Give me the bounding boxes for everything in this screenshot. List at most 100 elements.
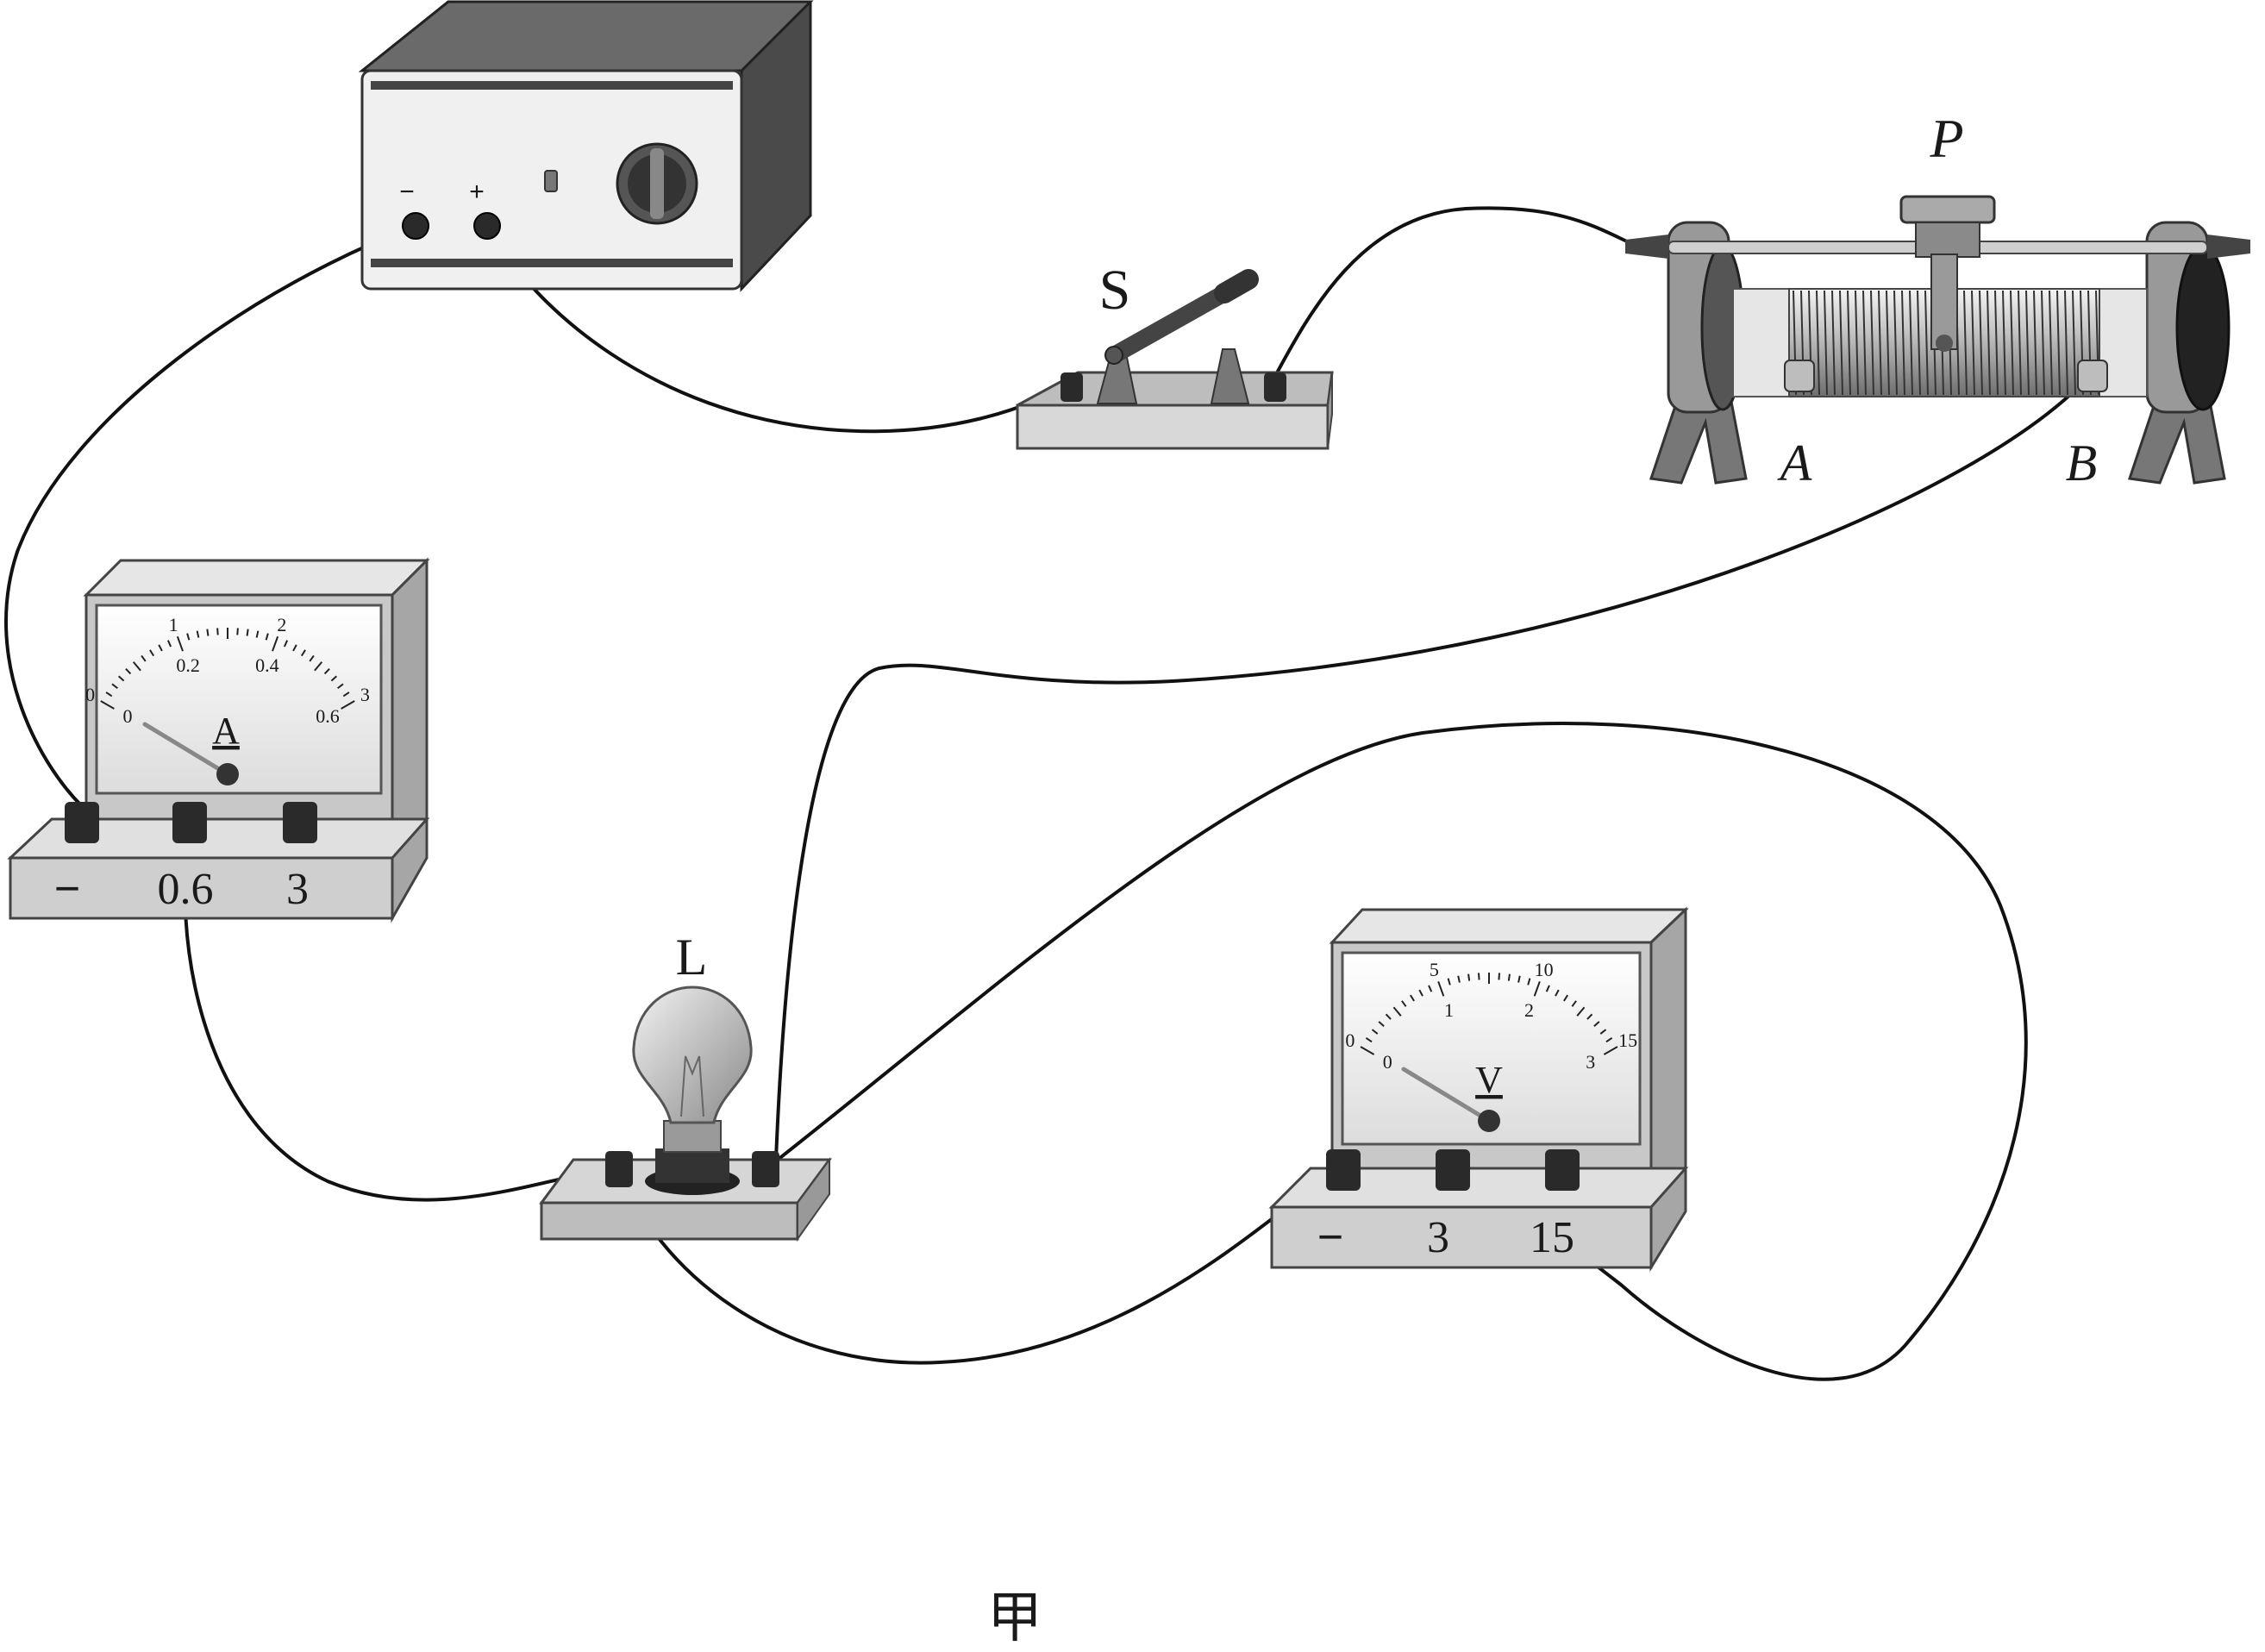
coil-winding (1878, 290, 1882, 396)
ammeter-scale-tick (149, 649, 155, 657)
ammeter-scale-bottom-2: 0.4 (255, 654, 279, 676)
voltmeter-scale-tick (1571, 1000, 1577, 1007)
ammeter-terminal-minus[interactable] (65, 802, 99, 843)
ammeter-scale-tick (265, 633, 269, 641)
rheostat-terminal-a-label: A (1777, 435, 1812, 491)
voltmeter-scale-tick (1428, 985, 1433, 992)
coil-winding (1901, 290, 1905, 396)
switch-terminal-left[interactable] (1061, 372, 1083, 402)
ammeter-scale-tick (132, 661, 141, 672)
ammeter-scale-tick (117, 675, 125, 682)
coil-winding (2002, 290, 2006, 396)
voltmeter-scale-tick (1401, 1000, 1407, 1007)
ammeter-scale-tick (206, 629, 210, 636)
ammeter-scale-top-3: 3 (360, 684, 370, 705)
ammeter-scale-tick (283, 640, 289, 648)
voltmeter-scale-tick (1437, 981, 1445, 997)
ammeter-scale-top-2: 2 (277, 614, 286, 635)
voltmeter-scale-bottom-0: 0 (1383, 1051, 1392, 1073)
power-minus-terminal[interactable] (402, 212, 429, 240)
ammeter-scale-tick (255, 630, 260, 638)
power-voltage-knob[interactable] (616, 142, 698, 225)
voltmeter-scale-top-3: 15 (1618, 1029, 1637, 1051)
power-plus-label: + (469, 178, 485, 206)
voltmeter-terminal-label-minus: − (1317, 1212, 1343, 1262)
coil-winding (1893, 290, 1898, 396)
coil-winding (1855, 290, 1859, 396)
ammeter: 0 1 2 3 0 0.2 0.4 0.6 A − 0.6 3 (7, 557, 430, 923)
ammeter-scale-tick (125, 668, 132, 675)
voltmeter-symbol: V (1475, 1059, 1503, 1101)
voltmeter-scale-tick (1360, 1046, 1375, 1055)
voltmeter-scale-bottom-2: 2 (1524, 999, 1534, 1021)
wire-power-to-ammeter (4, 224, 417, 808)
voltmeter-scale-tick (1603, 1046, 1618, 1055)
voltmeter-scale-tick (1545, 985, 1550, 992)
voltmeter-scale-tick (1517, 975, 1521, 983)
power-minus-label: − (399, 178, 415, 206)
voltmeter-scale-tick (1467, 973, 1471, 981)
coil-winding (1979, 290, 1983, 396)
voltmeter-terminal-minus[interactable] (1326, 1149, 1361, 1191)
ammeter-scale-tick (236, 628, 239, 635)
rheostat-slider-label: P (1929, 108, 1963, 169)
coil-winding (1824, 290, 1828, 396)
coil-winding (1862, 290, 1867, 396)
coil-winding (2072, 290, 2076, 396)
ammeter-scale-tick (216, 628, 219, 635)
voltmeter-scale-tick (1365, 1036, 1373, 1043)
ammeter-terminal-0.6[interactable] (172, 802, 207, 843)
coil-winding (1917, 290, 1921, 396)
voltmeter-scale-tick (1576, 1006, 1586, 1017)
ammeter-scale-tick (330, 675, 338, 682)
rheostat-slider[interactable] (1899, 195, 1996, 352)
voltmeter-terminal-15[interactable] (1545, 1149, 1580, 1191)
switch-terminal-right[interactable] (1264, 372, 1286, 402)
light-bulb: L (539, 929, 832, 1242)
ammeter-scale-tick (341, 700, 355, 710)
coil-winding (1994, 290, 1999, 396)
rheostat-terminal-a[interactable] (1784, 360, 1815, 392)
ammeter-terminal-label-3: 3 (286, 865, 309, 914)
power-plus-terminal[interactable] (473, 212, 501, 240)
voltmeter-scale-tick (1527, 978, 1531, 986)
voltmeter-terminal-label-3: 3 (1427, 1213, 1449, 1262)
coil-winding (2049, 290, 2053, 396)
ammeter-scale-tick (105, 691, 113, 698)
ammeter-scale-tick (100, 700, 115, 710)
bulb-terminal-right[interactable] (752, 1151, 779, 1187)
rheostat-terminal-b[interactable] (2077, 360, 2108, 392)
coil-winding (1839, 290, 1843, 396)
bulb-terminal-left[interactable] (605, 1151, 633, 1187)
ammeter-dial (95, 604, 383, 795)
voltmeter-scale-tick (1410, 994, 1415, 1002)
ammeter-scale-bottom-1: 0.2 (176, 654, 200, 676)
voltmeter-scale-tick (1447, 978, 1451, 986)
voltmeter-scale-tick (1593, 1021, 1600, 1028)
coil-winding (2010, 290, 2014, 396)
ammeter-scale-tick (141, 654, 147, 662)
ammeter-scale-tick (166, 640, 172, 648)
coil-winding (1870, 290, 1874, 396)
wire-switch-to-rheostat (1273, 206, 1644, 379)
ammeter-scale-tick (158, 644, 163, 652)
ammeter-terminal-3[interactable] (283, 802, 317, 843)
ammeter-symbol: A (212, 710, 240, 752)
ammeter-scale-tick (186, 633, 191, 641)
voltmeter-scale-tick (1605, 1036, 1613, 1043)
voltmeter-terminal-3[interactable] (1436, 1149, 1470, 1191)
ammeter-scale-bottom-3: 0.6 (316, 705, 340, 727)
coil-winding (1971, 290, 1975, 396)
switch-lever[interactable] (1104, 269, 1259, 365)
voltmeter-scale-tick (1478, 973, 1480, 980)
voltmeter-scale-tick (1378, 1021, 1385, 1028)
ammeter-scale-tick (196, 630, 200, 638)
ammeter-scale-tick (111, 683, 118, 690)
ammeter-scale-tick (314, 661, 323, 672)
ammeter-scale-tick (342, 691, 350, 698)
rheostat-terminal-b-label: B (2066, 435, 2098, 491)
power-supply: − + (358, 0, 814, 292)
ammeter-scale-tick (246, 629, 249, 636)
voltmeter-scale-top-1: 5 (1430, 959, 1439, 980)
